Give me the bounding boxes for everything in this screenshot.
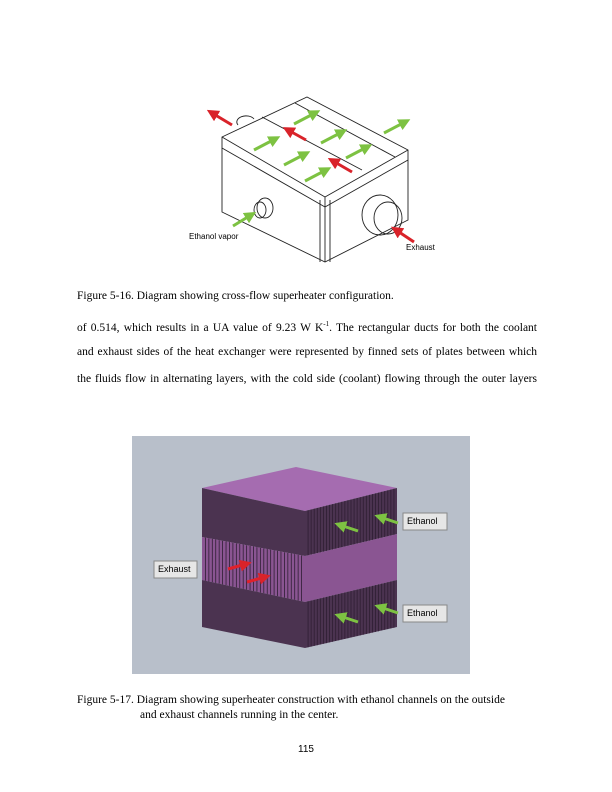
paragraph-line: of 0.514, which results in a UA value of… [77, 320, 537, 334]
superscript: -1 [323, 320, 330, 328]
flow-arrows [206, 109, 415, 244]
ethanol-top-label: Ethanol [407, 516, 438, 526]
ethanol-vapor-label: Ethanol vapor [189, 232, 239, 241]
figure-5-17-caption: Figure 5-17. Diagram showing superheater… [77, 694, 505, 706]
ethanol-in-arrow [232, 211, 257, 228]
figure-5-17-caption-cont: and exhaust channels running in the cent… [140, 709, 339, 721]
heat-exchanger-box [221, 96, 409, 263]
text: of 0.514, which results in a UA value of… [77, 321, 324, 334]
exhaust-out-arrow [206, 109, 233, 127]
figure-superheater-construction [132, 436, 470, 674]
text: . The rectangular ducts for both the coo… [329, 321, 537, 334]
paragraph-line: and exhaust sides of the heat exchanger … [77, 346, 537, 358]
exhaust-in-arrow [391, 226, 415, 244]
paragraph-line: the fluids flow in alternating layers, w… [77, 373, 537, 385]
page-number: 115 [298, 744, 314, 755]
exhaust-label: Exhaust [406, 243, 435, 252]
ethanol-bottom-label: Ethanol [407, 608, 438, 618]
exhaust-label: Exhaust [158, 564, 191, 574]
figure-5-16-caption: Figure 5-16. Diagram showing cross-flow … [77, 290, 394, 302]
